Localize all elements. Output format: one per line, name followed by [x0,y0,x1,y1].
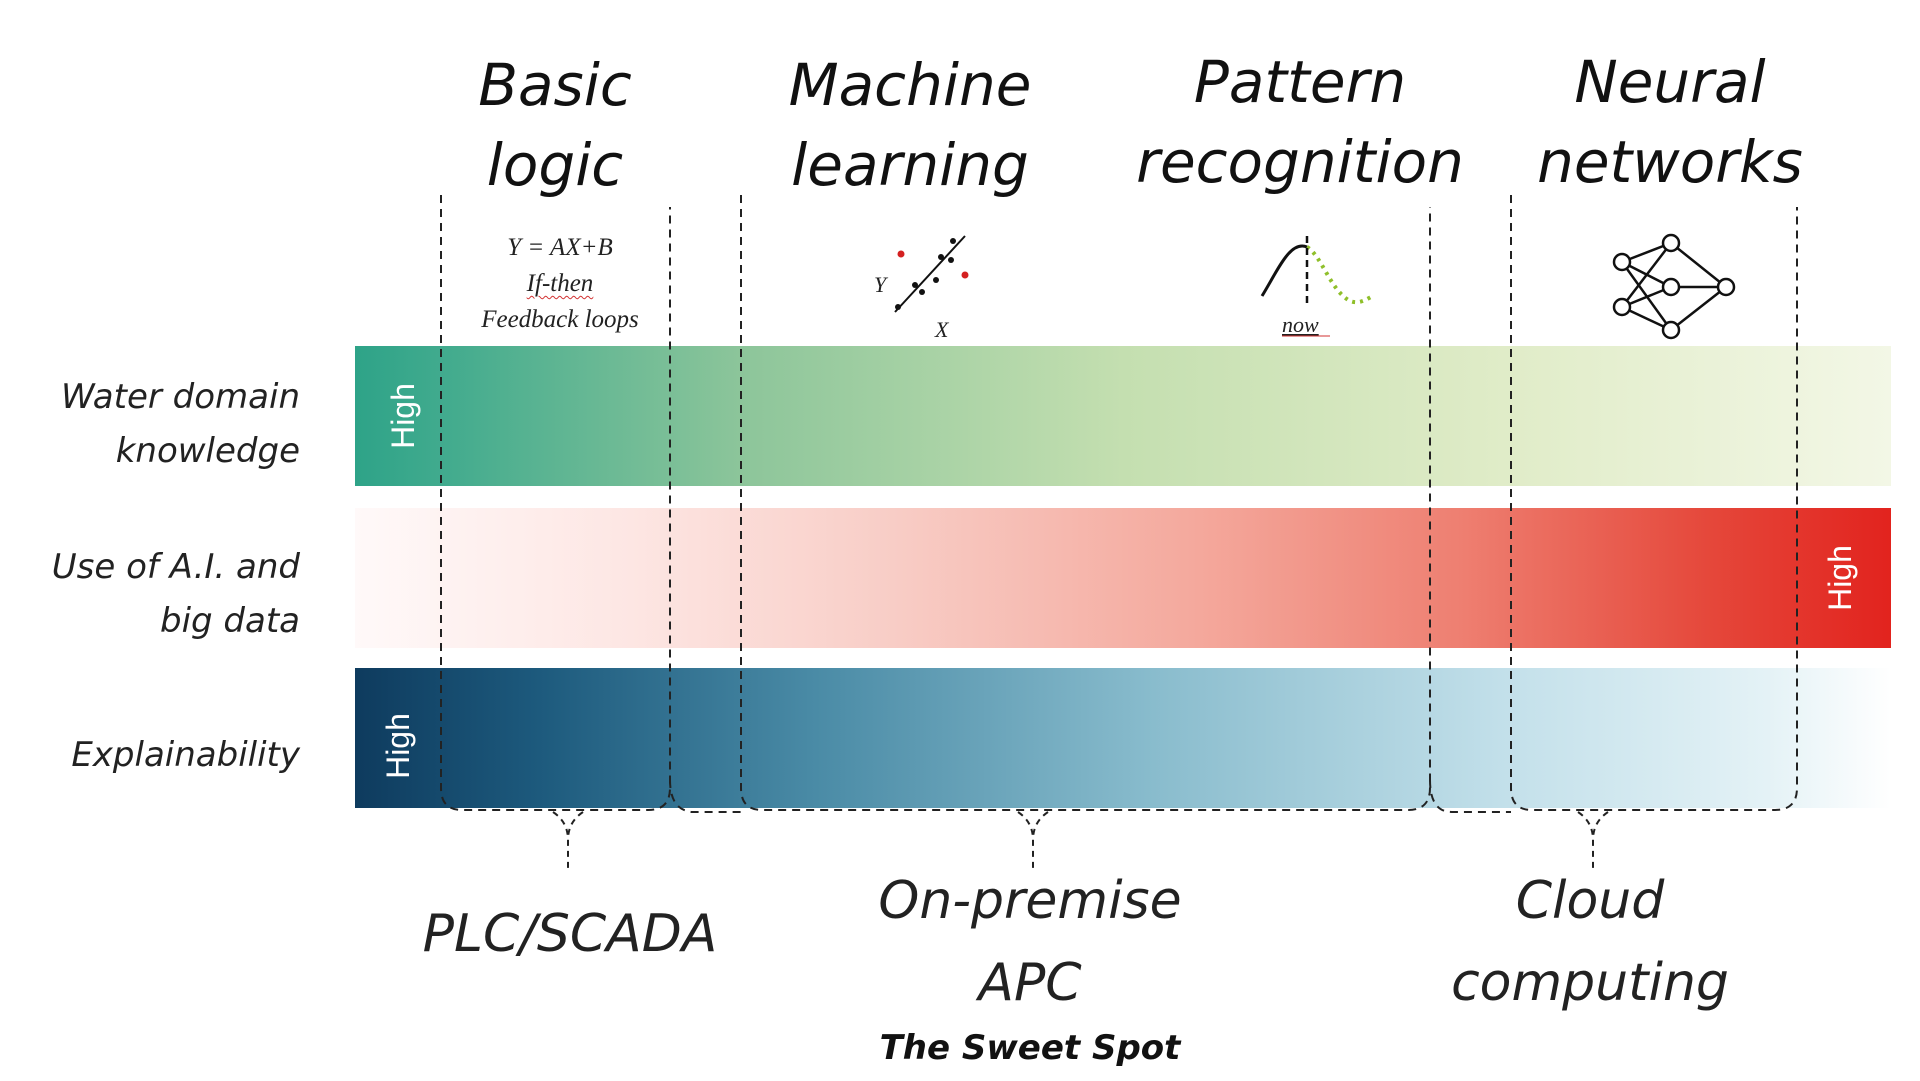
row-label-ai-big-data: Use of A.I. and big data [52,540,300,648]
hidden-node [1661,320,1681,340]
formula-text: Y = AX+B [507,234,613,261]
platform-on-premise-apc: On-premise APC [860,860,1200,1024]
category-machine-learning: Machine learning [770,45,1050,205]
historic-curve [1260,244,1308,297]
category-line: Basic [478,51,632,119]
row-label-line: knowledge [115,431,300,471]
feedback-loops-text: Feedback loops [481,306,639,333]
category-pattern-recognition: Pattern recognition [1130,42,1470,202]
platform-line: On-premise [878,871,1182,931]
platform-cloud-computing: Cloud computing [1420,860,1760,1024]
platform-plc-scada: PLC/SCADA [400,893,740,975]
now-label: now [1282,312,1319,337]
hidden-node [1661,233,1681,253]
outlier-point [897,250,905,258]
platform-line: computing [1451,953,1729,1013]
row-label-water-domain: Water domain knowledge [61,370,300,478]
category-line: recognition [1136,128,1464,196]
ml-x-axis-label: X [934,317,950,342]
category-neural-networks: Neural networks [1530,42,1810,202]
hidden-node [1661,277,1681,297]
dashed-brackets [440,195,1798,813]
if-then-text: If-then [526,270,594,297]
neural-network-icon [1612,233,1736,340]
row-label-line: big data [159,601,300,641]
brace-tips [552,811,1609,868]
sweet-spot-bracket [740,195,1431,811]
platform-line: APC [978,953,1082,1013]
overlap-left [669,779,742,813]
output-node [1716,277,1736,297]
row-label-explainability: Explainability [71,728,300,782]
row-label-line: Water domain [61,377,300,417]
plc-brace-tip [552,811,569,868]
data-point [933,277,939,283]
category-line: logic [486,131,624,199]
data-point [895,304,901,310]
sweet-spot-label: The Sweet Spot [879,1028,1181,1068]
data-point [912,282,918,288]
row-label-line: Use of A.I. and [51,547,300,587]
row-label-line: Explainability [71,735,300,775]
regression-line [894,235,966,313]
ai-big-data-band [355,508,1891,648]
category-line: networks [1537,128,1803,196]
data-point [938,254,944,260]
forecast-curve-icon: now [1260,236,1374,337]
platform-line: PLC/SCADA [422,904,718,964]
category-line: learning [791,131,1029,199]
input-node [1612,297,1632,317]
basic-logic-bracket [440,195,671,811]
basic-logic-examples: Y = AX+B If-then Feedback loops [440,230,680,338]
category-basic-logic: Basic logic [430,45,680,205]
water-domain-knowledge-band [355,346,1891,486]
category-line: Pattern [1193,48,1407,116]
ml-y-axis-label: Y [874,272,889,297]
scatter-plot-icon: Y X [874,235,969,342]
neural-networks-bracket [1510,195,1798,811]
data-point [919,289,925,295]
outlier-point [961,271,969,279]
data-point [950,238,956,244]
platform-line: Cloud [1515,871,1665,931]
data-point [948,257,954,263]
input-node [1612,252,1632,272]
forecast-curve [1305,245,1374,305]
overlap-right [1429,779,1511,813]
category-line: Machine [788,51,1032,119]
category-line: Neural [1574,48,1766,116]
explainability-band [355,668,1891,808]
